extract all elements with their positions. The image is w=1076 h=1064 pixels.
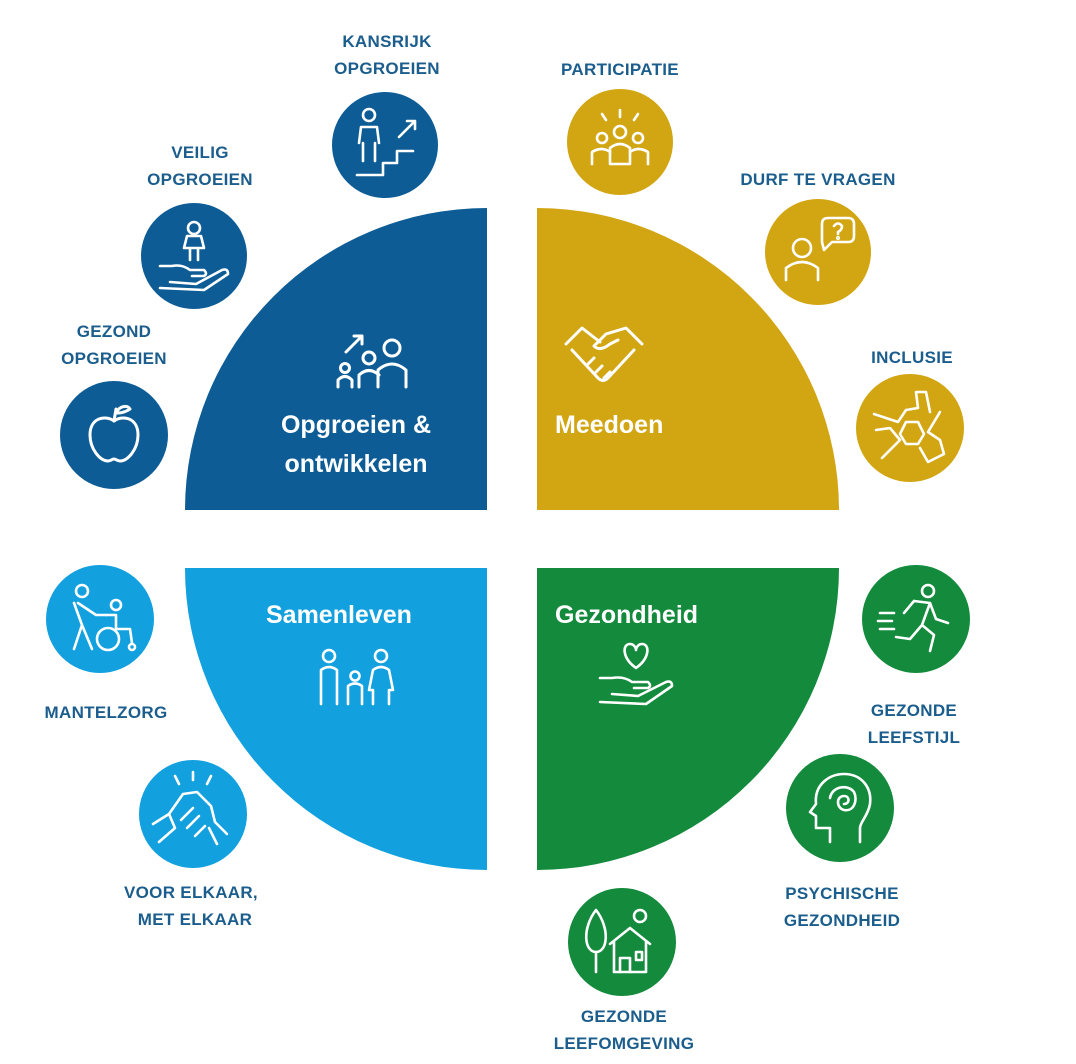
gezond-opgroeien-label-2: OPGROEIEN — [61, 349, 167, 368]
quadrant-title-meedoen: Meedoen — [555, 411, 663, 439]
quadrant-title-gezondheid: Gezondheid — [555, 601, 698, 629]
mantelzorg-circle — [46, 565, 154, 673]
question-bubble-icon — [784, 216, 856, 282]
wheelchair-icon — [72, 583, 137, 652]
family-icon — [319, 648, 395, 706]
gezonde-leefomgeving-circle — [568, 888, 676, 996]
joined-hands-icon — [872, 390, 946, 464]
gezonde-leefstijl-label-2: LEEFSTIJL — [868, 728, 960, 747]
veilig-opgroeien-circle — [141, 203, 247, 309]
veilig-opgroeien-label-2: OPGROEIEN — [147, 170, 253, 189]
group-icon — [590, 108, 650, 166]
clasped-hands-icon — [151, 770, 229, 846]
quadrant-opgroeien — [185, 208, 487, 510]
kansrijk-opgroeien-label-1: KANSRIJK — [342, 32, 432, 51]
kansrijk-opgroeien-circle — [332, 92, 438, 198]
gezond-opgroeien-circle — [60, 381, 168, 489]
inclusie-circle — [856, 374, 964, 482]
gezond-opgroeien-label-1: GEZOND — [77, 322, 152, 341]
psychische-gezondheid-label-1: PSYCHISCHE — [785, 884, 899, 903]
house-tree-icon — [584, 908, 652, 974]
kansrijk-opgroeien-label-2: OPGROEIEN — [334, 59, 440, 78]
psychische-gezondheid-label-2: GEZONDHEID — [784, 911, 900, 930]
veilig-opgroeien-label-1: VEILIG — [171, 143, 229, 162]
handshake-icon — [564, 326, 644, 382]
quadrant-title-opgroeien-line2: ontwikkelen — [284, 450, 427, 478]
inclusie-label: INCLUSIE — [871, 348, 953, 367]
mantelzorg-label: MANTELZORG — [45, 703, 168, 722]
stairs-person-icon — [355, 107, 417, 177]
heart-in-hand-icon — [598, 642, 674, 706]
gezonde-leefomgeving-label-2: LEEFOMGEVING — [554, 1034, 695, 1053]
voor-elkaar-circle — [139, 760, 247, 868]
quadrant-title-samenleven: Samenleven — [266, 601, 412, 629]
apple-icon — [88, 404, 140, 463]
running-icon — [876, 583, 950, 653]
child-in-hand-icon — [158, 220, 230, 292]
participatie-circle — [567, 89, 673, 195]
quadrant-meedoen — [537, 208, 839, 510]
gezonde-leefomgeving-label-1: GEZONDE — [581, 1007, 667, 1026]
family-growth-icon — [336, 334, 408, 389]
quadrant-gezondheid — [537, 568, 839, 870]
quadrant-title-opgroeien-line1: Opgroeien & — [281, 411, 431, 439]
head-spiral-icon — [808, 772, 872, 844]
durf-te-vragen-label: DURF TE VRAGEN — [740, 170, 895, 189]
gezonde-leefstijl-circle — [862, 565, 970, 673]
durf-te-vragen-circle — [765, 199, 871, 305]
voor-elkaar-label-1: VOOR ELKAAR, — [124, 883, 258, 902]
quadrant-samenleven — [185, 568, 487, 870]
voor-elkaar-label-2: MET ELKAAR — [138, 910, 252, 929]
participatie-label: PARTICIPATIE — [561, 60, 679, 79]
gezonde-leefstijl-label-1: GEZONDE — [871, 701, 957, 720]
